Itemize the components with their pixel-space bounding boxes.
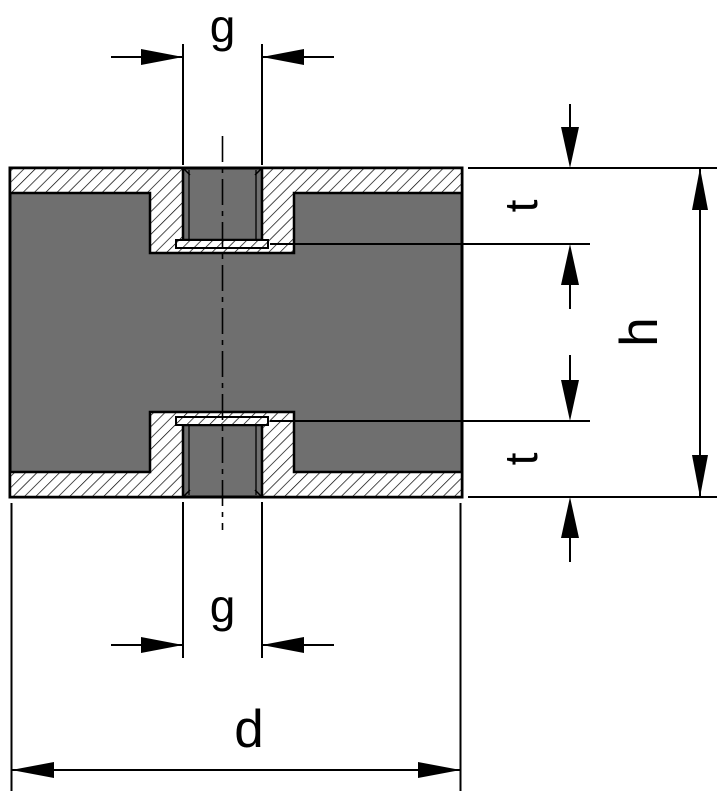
dimension-g-top: g (111, 0, 334, 165)
rubber-body (8, 166, 464, 499)
label-g-bottom: g (210, 580, 236, 632)
dimension-g-bottom: g (111, 502, 334, 658)
arrowhead (11, 762, 54, 778)
dimension-d: d (10, 503, 462, 791)
arrowhead (692, 168, 708, 210)
dimension-t-bottom: t (270, 355, 590, 562)
arrowhead (262, 49, 304, 65)
arrowhead (418, 762, 461, 778)
dimension-h: h (468, 167, 717, 498)
arrowhead (141, 49, 183, 65)
arrowhead (262, 637, 304, 653)
arrowhead (561, 497, 579, 538)
label-t-bottom: t (495, 452, 547, 465)
arrowhead (141, 637, 183, 653)
label-h: h (610, 317, 669, 346)
top-chamfer-right (254, 167, 263, 176)
label-g-top: g (210, 0, 236, 52)
label-d: d (234, 700, 263, 759)
top-chamfer-left (182, 167, 191, 176)
arrowhead (561, 127, 579, 168)
arrowhead (692, 455, 708, 497)
label-t-top: t (495, 199, 547, 212)
bottom-chamfer-right (254, 489, 263, 498)
dimension-t-top: t (270, 104, 590, 309)
arrowhead (561, 380, 579, 421)
bottom-chamfer-left (182, 489, 191, 498)
arrowhead (561, 244, 579, 285)
buffer-section (8, 136, 464, 530)
